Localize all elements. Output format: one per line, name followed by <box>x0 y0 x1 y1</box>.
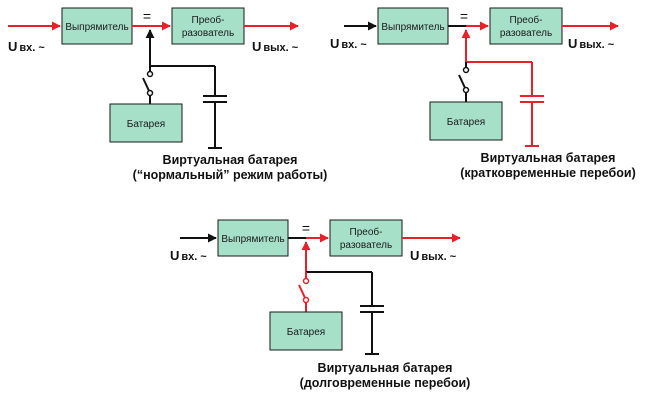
converter-block <box>329 219 403 257</box>
switch-contact-top <box>146 70 154 78</box>
switch-contact-bottom <box>146 89 154 97</box>
battery-block <box>429 101 503 141</box>
caption-title: Виртуальная батарея <box>481 151 616 165</box>
converter-label-1: Преоб- <box>510 14 543 26</box>
battery-label: Батарея <box>447 117 485 128</box>
converter-label-1: Преоб- <box>192 14 225 26</box>
converter-block <box>171 7 245 45</box>
switch-contact-bottom <box>462 86 470 94</box>
caption-title: Виртуальная батарея <box>318 361 453 375</box>
converter-block <box>489 7 563 45</box>
battery-block <box>109 103 183 143</box>
dc-symbol: = <box>143 8 151 24</box>
rectifier-label: Выпрямитель <box>65 22 128 33</box>
caption-subtitle: (долговременные перебои) <box>300 376 471 390</box>
switch-contact-top <box>302 277 310 285</box>
converter-label-2: разователь <box>182 28 234 39</box>
dc-symbol: = <box>302 220 310 236</box>
caption-subtitle: (кратковременные перебои) <box>460 166 636 180</box>
switch-contact-bottom <box>302 296 310 304</box>
converter-label-2: разователь <box>500 28 552 39</box>
battery-label: Батарея <box>287 327 325 338</box>
switch-contact-top <box>462 66 470 74</box>
rectifier-label: Выпрямитель <box>381 22 444 33</box>
battery-label: Батарея <box>127 119 165 130</box>
rectifier-label: Выпрямитель <box>221 234 284 245</box>
converter-label-1: Преоб- <box>350 226 383 238</box>
converter-label-2: разователь <box>340 240 392 251</box>
caption-title: Виртуальная батарея <box>163 153 298 167</box>
caption-subtitle: (“нормальный” режим работы) <box>133 168 328 182</box>
dc-symbol: = <box>460 8 468 24</box>
battery-block <box>269 311 343 351</box>
